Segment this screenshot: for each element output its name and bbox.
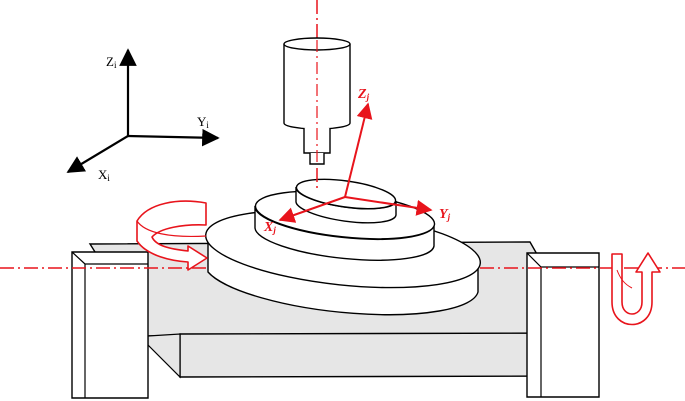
workpiece-z-axis — [344, 102, 373, 198]
machine-table-front — [179, 332, 583, 378]
left-support-pillar — [71, 251, 149, 399]
workpiece-z-label: Zj — [357, 87, 370, 102]
workpiece-coordinate-frame: Zj Yj Xj — [263, 87, 451, 235]
world-y-axis — [127, 128, 220, 147]
rotation-arrow-b-icon — [611, 252, 661, 326]
machine-table-left-face — [147, 333, 181, 379]
workpiece-x-label: Xj — [263, 220, 276, 235]
world-x-label: Xi — [98, 167, 110, 183]
workpiece-y-axis — [344, 196, 433, 216]
workpiece-x-axis — [278, 196, 346, 223]
workpiece-y-label: Yj — [439, 207, 451, 222]
right-support-pillar — [526, 252, 600, 398]
world-z-label: Zi — [106, 54, 117, 70]
world-coordinate-frame: Zi Yi Xi — [66, 48, 220, 183]
world-x-axis — [66, 135, 129, 173]
rotation-arrow-a-icon — [136, 200, 208, 271]
spindle-icon — [283, 37, 351, 166]
world-y-label: Yi — [197, 114, 209, 130]
